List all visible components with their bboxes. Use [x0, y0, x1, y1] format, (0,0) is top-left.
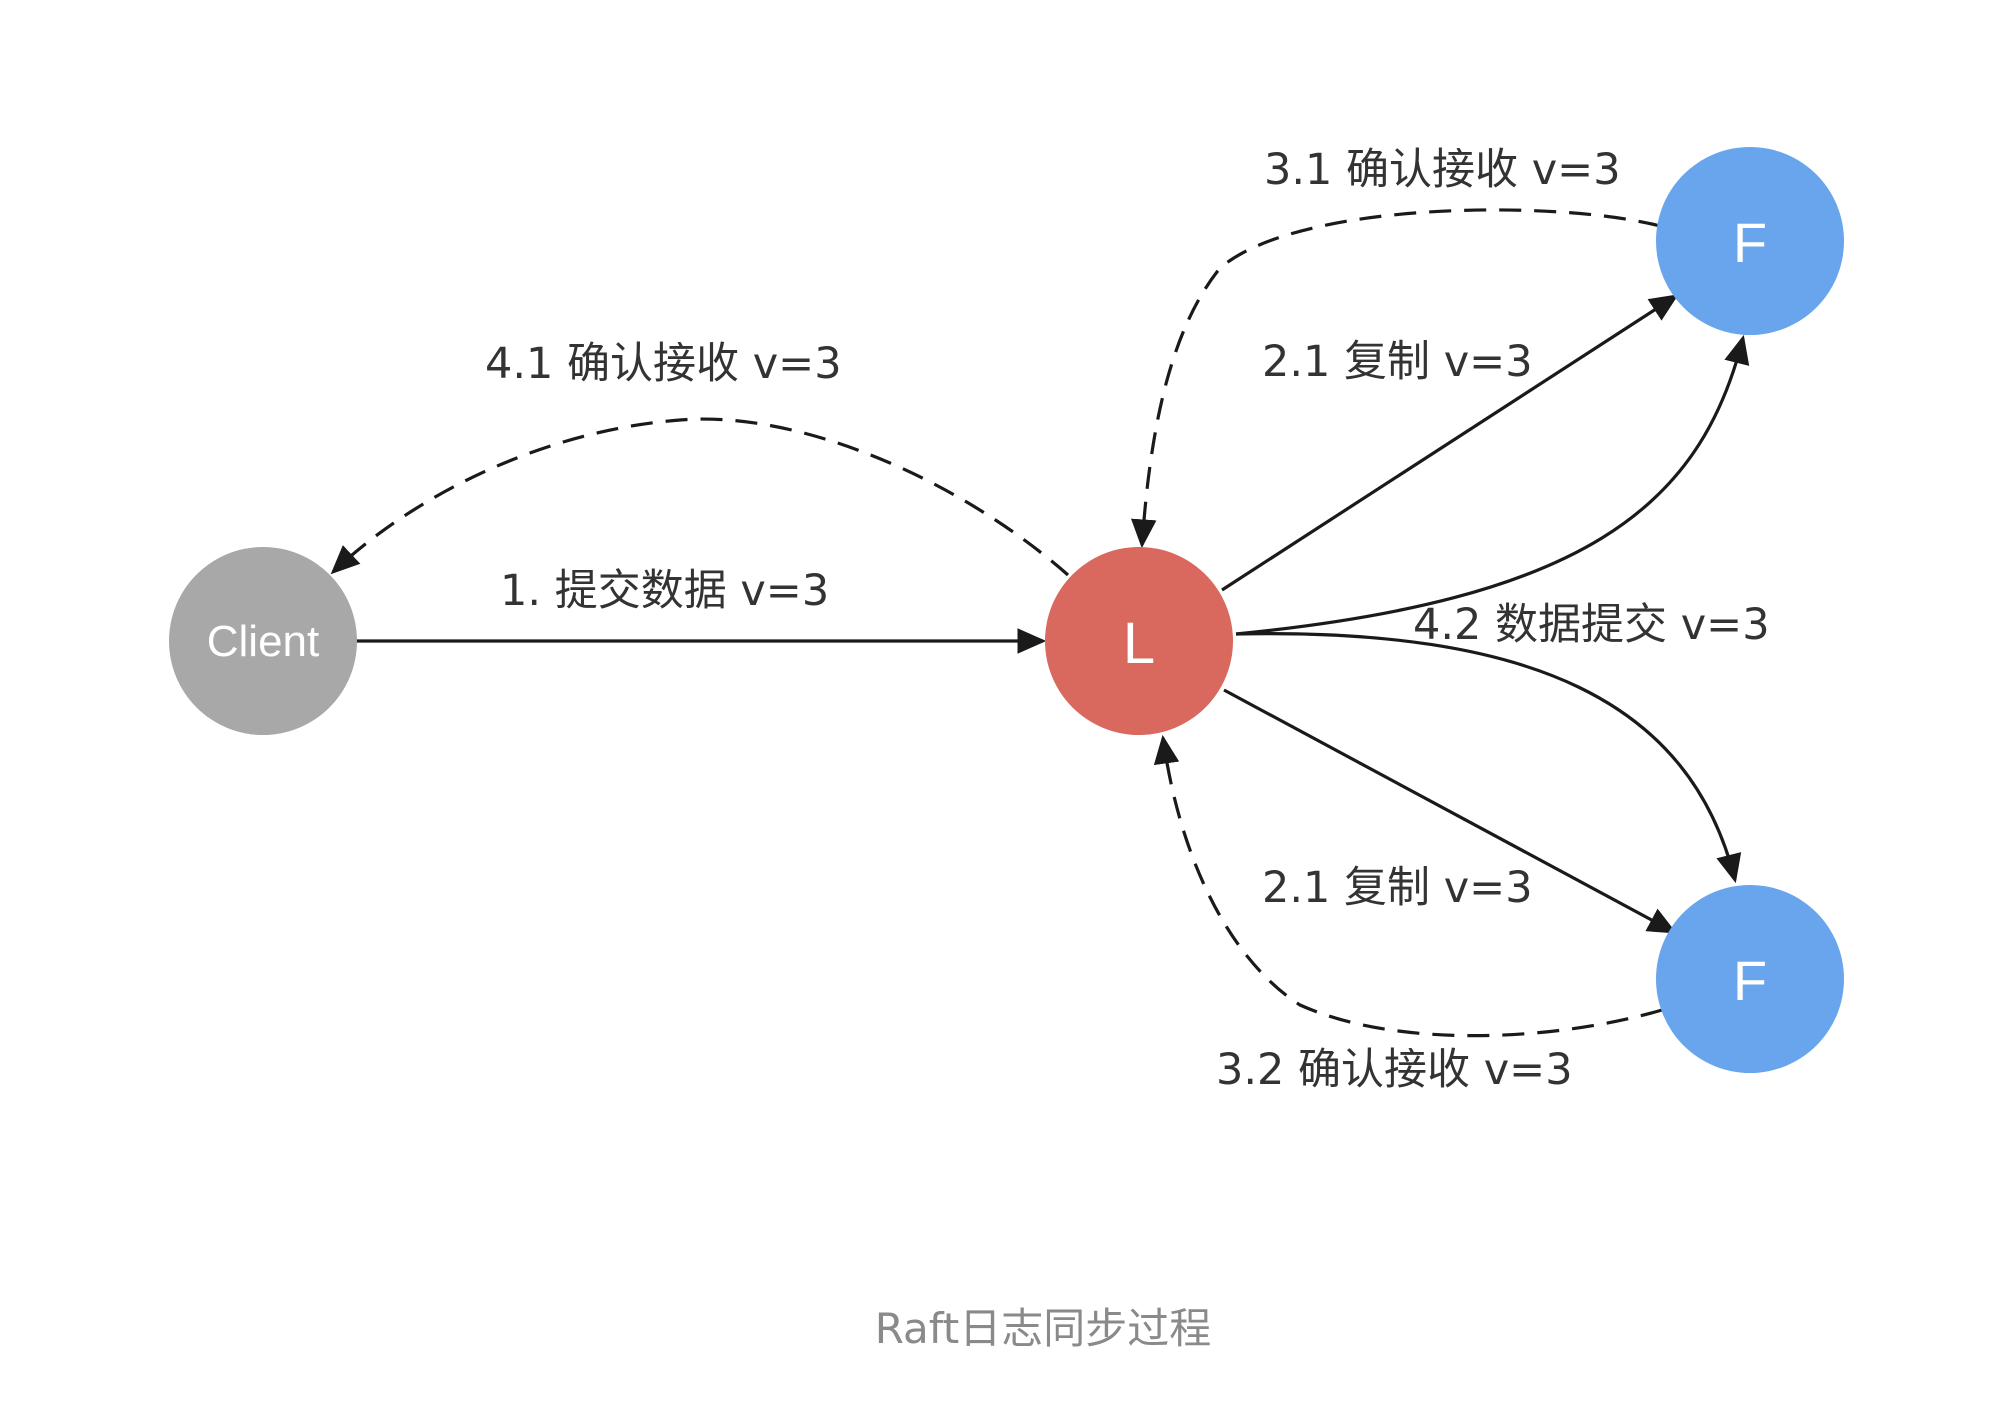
label-commit: 4.2 数据提交 v=3	[1413, 600, 1770, 650]
client-circle	[169, 547, 357, 735]
edge-ack-top	[1131, 208, 1661, 549]
diagram-caption: Raft日志同步过程	[875, 1304, 1212, 1353]
edge-replicate-bottom	[1223, 688, 1677, 934]
edge-commit-top	[1235, 334, 1750, 636]
follower-bottom-label: F	[1733, 949, 1767, 1012]
follower-top-circle	[1656, 147, 1844, 335]
label-ack-top: 3.1 确认接收 v=3	[1264, 145, 1621, 195]
follower-top-label: F	[1733, 211, 1767, 274]
label-replicate-top: 2.1 复制 v=3	[1262, 337, 1533, 387]
node-leader: L	[1045, 547, 1233, 735]
edge-ack-client	[330, 417, 1070, 577]
follower-bottom-circle	[1656, 885, 1844, 1073]
label-replicate-bottom: 2.1 复制 v=3	[1262, 863, 1533, 913]
node-follower-bottom: F	[1656, 885, 1844, 1073]
label-ack-bottom: 3.2 确认接收 v=3	[1216, 1045, 1573, 1095]
leader-label: L	[1123, 611, 1155, 676]
client-label: Client	[207, 617, 320, 666]
node-client: Client	[169, 547, 357, 735]
edge-replicate-top	[1221, 294, 1679, 592]
node-follower-top: F	[1656, 147, 1844, 335]
leader-circle	[1045, 547, 1233, 735]
label-submit: 1. 提交数据 v=3	[500, 566, 829, 616]
label-ack-client: 4.1 确认接收 v=3	[485, 339, 842, 389]
edge-commit-bottom	[1235, 632, 1742, 884]
edge-ack-bottom	[1153, 734, 1663, 1038]
